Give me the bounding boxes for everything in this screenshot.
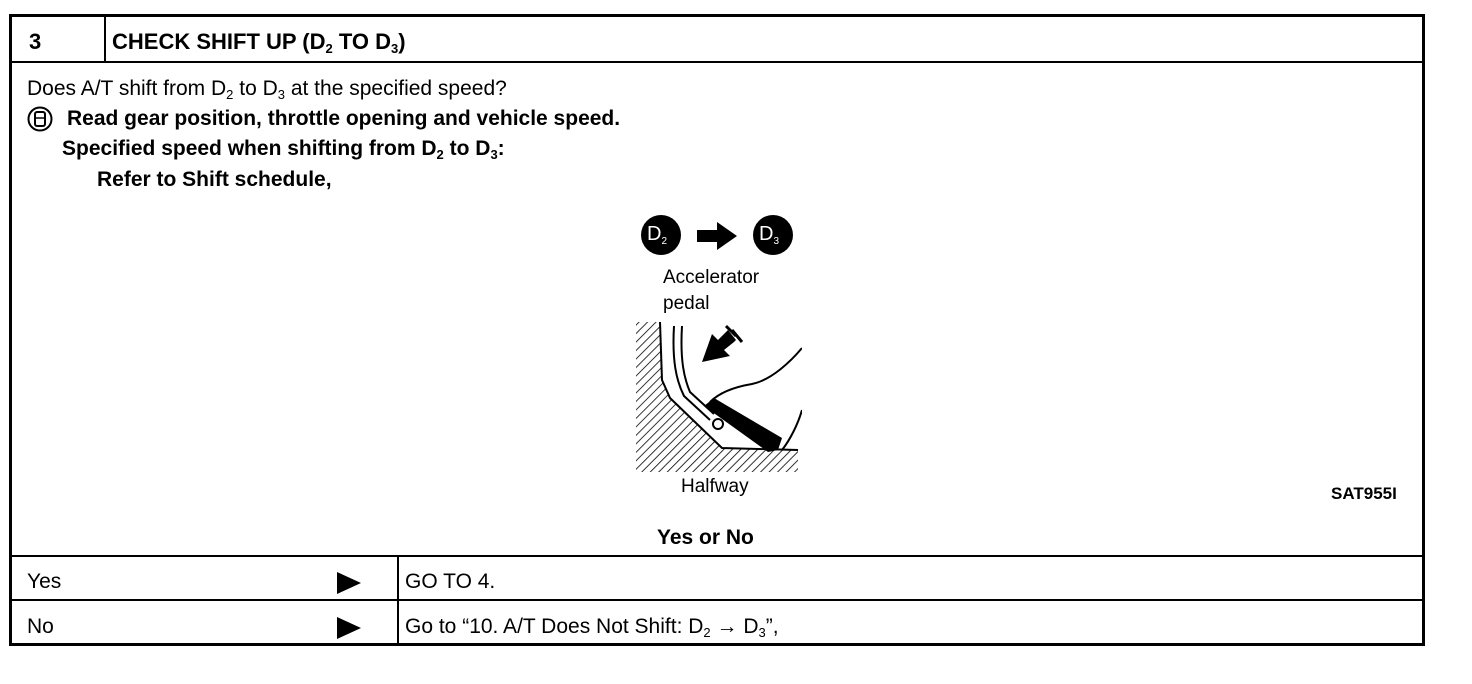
gear-d3-label: D3 [759,223,780,247]
answers-top-rule [12,555,1422,557]
accelerator-pedal-illustration [632,320,803,476]
shift-schedule-reference: Refer to Shift schedule, [97,168,332,191]
gear-d2-label: D2 [647,223,668,247]
answer-yes-arrow-icon [337,572,361,594]
yes-no-prompt: Yes or No [657,526,754,549]
halfway-caption: Halfway [681,476,749,497]
answer-no-arrow-icon [337,617,361,639]
answer-no-label: No [27,615,54,638]
answer-yes-label: Yes [27,570,62,593]
accelerator-label-line2: pedal [663,293,710,314]
answer-no-action: Go to “10. A/T Does Not Shift: D2 → D3”, [405,615,779,640]
answers-divider [397,555,399,646]
instruction-text: Read gear position, throttle opening and… [67,107,621,130]
answers-middle-rule [12,599,1422,601]
header-divider [104,17,106,62]
gear-d2-badge: D2 [641,215,681,255]
gear-d3-badge: D3 [753,215,793,255]
step-title: CHECK SHIFT UP (D2 TO D3) [112,29,406,56]
spec-speed-text: Specified speed when shifting from D2 to… [62,137,505,162]
figure-code: SAT955I [1331,484,1397,503]
header-rule [12,61,1422,63]
diagnostic-step-table: 3 CHECK SHIFT UP (D2 TO D3) Does A/T shi… [9,14,1425,646]
consult-tool-icon [27,106,53,132]
step-number: 3 [29,29,42,54]
answer-yes-action: GO TO 4. [405,570,496,593]
shift-arrow-icon [697,222,739,250]
accelerator-label-line1: Accelerator [663,267,760,288]
question-text: Does A/T shift from D2 to D3 at the spec… [27,77,507,102]
